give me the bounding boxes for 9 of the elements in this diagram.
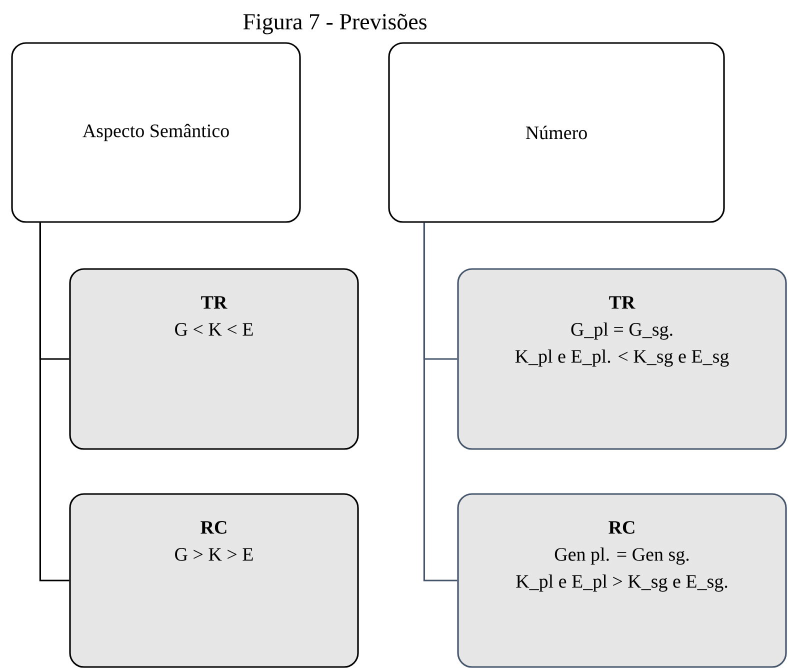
prediction-box: RC G > K > E — [69, 493, 359, 668]
connector-line — [39, 222, 70, 582]
connector-line — [423, 222, 458, 582]
prediction-box: TR G < K < E — [69, 268, 359, 450]
prediction-box: TR G_pl = G_sg. K_pl e E_pl. < K_sg e E_sg — [457, 268, 787, 450]
category-box: Número — [388, 42, 725, 223]
category-box: Aspecto Semântico — [11, 42, 301, 223]
figure-title: Figura 7 - Previsões — [243, 14, 426, 34]
prediction-box: RC Gen pl. = Gen sg. K_pl e E_pl > K_sg e E_sg. — [457, 493, 787, 668]
